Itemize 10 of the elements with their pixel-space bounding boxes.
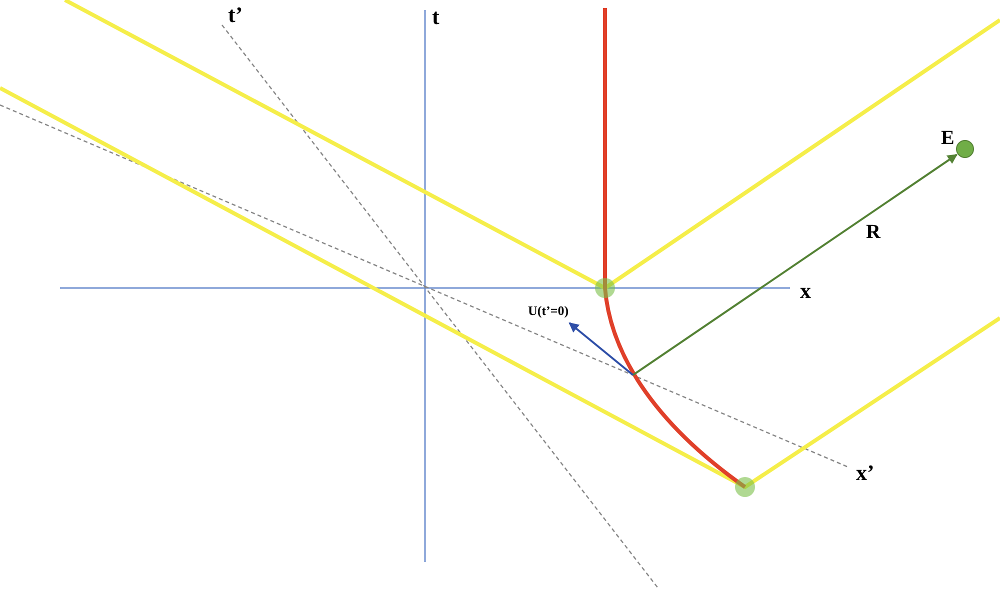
axis-label: t <box>432 6 440 28</box>
arrow <box>568 322 634 376</box>
event-label: E <box>941 128 954 148</box>
axis-label: x’ <box>856 462 874 484</box>
vector-label: U(t’=0) <box>528 304 569 317</box>
axis-label: t’ <box>228 4 243 26</box>
edge-label: R <box>866 222 880 242</box>
event-circle <box>956 140 974 158</box>
axis-label: x <box>800 280 811 302</box>
arrow <box>632 154 958 376</box>
